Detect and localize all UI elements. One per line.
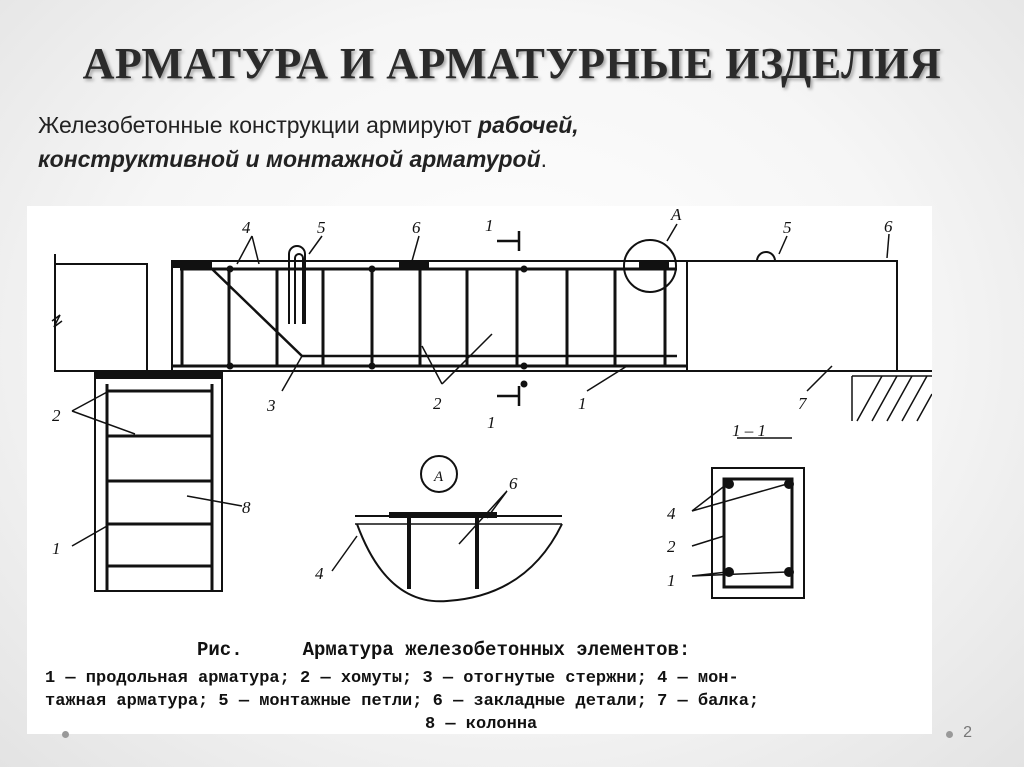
- svg-text:А: А: [670, 206, 682, 224]
- svg-text:4: 4: [667, 504, 676, 523]
- detail-circle: [623, 239, 677, 293]
- slide-title: АРМАТУРА И АРМАТУРНЫЕ ИЗДЕЛИЯ: [82, 39, 942, 88]
- svg-text:2: 2: [52, 406, 61, 425]
- caption-title-text: Арматура железобетонных элементов:: [302, 639, 691, 661]
- support-hatch: [851, 375, 932, 422]
- svg-text:1: 1: [487, 413, 496, 432]
- section-marks: [497, 231, 521, 406]
- svg-text:7: 7: [798, 394, 808, 413]
- lifting-loop: [288, 245, 776, 324]
- detail-a: [355, 455, 563, 603]
- svg-text:6: 6: [884, 217, 893, 236]
- intro-bold-2: конструктивной и монтажной арматурой: [38, 146, 541, 172]
- leader-lines: [71, 223, 890, 577]
- intro-end: .: [540, 146, 548, 172]
- svg-text:1 – 1: 1 – 1: [732, 421, 766, 440]
- embedded-plates: [172, 262, 669, 268]
- svg-text:1: 1: [578, 394, 587, 413]
- slide-dot-left: [62, 731, 69, 738]
- svg-text:2: 2: [667, 537, 676, 556]
- intro-text: Железобетонные конструкции армируют рабо…: [38, 108, 988, 176]
- svg-text:1: 1: [52, 539, 61, 558]
- svg-text:1: 1: [667, 571, 676, 590]
- svg-text:5: 5: [317, 218, 326, 237]
- intro-plain: Железобетонные конструкции армируют: [38, 112, 479, 138]
- column: [94, 371, 223, 592]
- bent-bar: [211, 268, 677, 358]
- reinforcement-drawing: 4 5 6 1 А 5 6 3 2 1 7 1 2 1 8 А 6 4 1 – 1 4 2 1: [51, 206, 932, 603]
- svg-text:1: 1: [485, 216, 494, 235]
- svg-text:3: 3: [266, 396, 276, 415]
- svg-text:4: 4: [242, 218, 251, 237]
- section-1-1: [711, 437, 805, 599]
- stirrups: [180, 269, 667, 366]
- svg-text:2: 2: [433, 394, 442, 413]
- caption-prefix: Рис.: [197, 639, 243, 661]
- slide-dot-right: [946, 731, 953, 738]
- figure-caption-title: Рис. Арматура железобетонных элементов:: [197, 639, 690, 661]
- svg-text:А: А: [433, 469, 444, 485]
- svg-text:6: 6: [412, 218, 421, 237]
- intro-bold-1: рабочей,: [478, 112, 579, 138]
- svg-text:6: 6: [509, 474, 518, 493]
- diagram-numbers: 4 5 6 1 А 5 6 3 2 1 7 1 2 1 8 А 6 4 1 – 1 4 2 1: [52, 206, 893, 590]
- svg-text:4: 4: [315, 564, 324, 583]
- reinforcement-figure: 4 5 6 1 А 5 6 3 2 1 7 1 2 1 8 А 6 4 1 – 1 4 2 1 Ри…: [27, 206, 932, 734]
- caption-line-1: 1 — продольная арматура; 2 — хомуты; 3 —…: [45, 669, 739, 688]
- caption-line-3: 8 — колонна: [425, 715, 538, 734]
- beam-outline: [87, 260, 932, 372]
- svg-text:8: 8: [242, 498, 251, 517]
- bar-dots: [226, 265, 528, 388]
- caption-line-2: тажная арматура; 5 — монтажные петли; 6 …: [45, 692, 760, 711]
- page-number: 2: [963, 724, 972, 741]
- svg-text:5: 5: [783, 218, 792, 237]
- left-wall: [51, 254, 148, 372]
